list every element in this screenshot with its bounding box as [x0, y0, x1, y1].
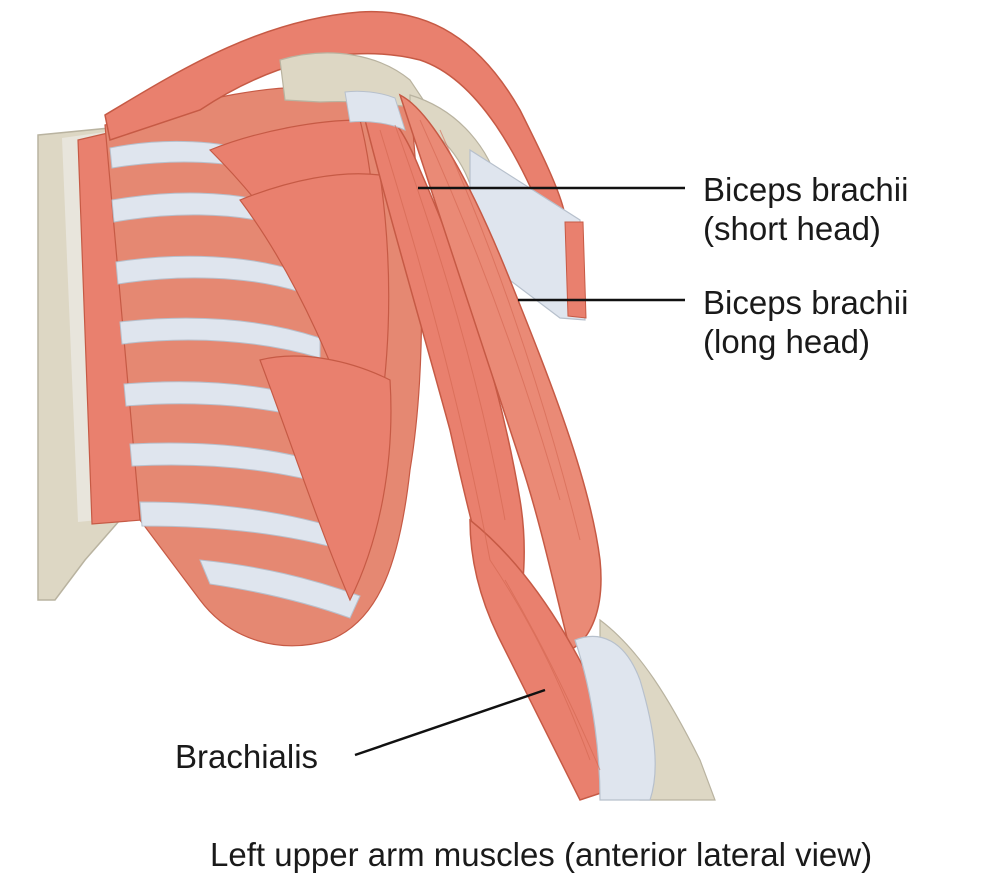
label-brachialis-text: Brachialis: [175, 738, 319, 775]
label-short-head-line1: Biceps brachii: [703, 171, 909, 208]
figure-caption: Left upper arm muscles (anterior lateral…: [210, 836, 873, 873]
elbow-tendon: [574, 635, 656, 801]
label-biceps-short-head: Biceps brachii (short head): [703, 170, 908, 248]
leader-lines: [354, 186, 685, 757]
biceps-long-head: [398, 93, 602, 652]
shoulder-band: [104, 10, 566, 221]
label-short-head-line2: (short head): [703, 210, 881, 247]
muscle-fibers: [379, 119, 601, 771]
cut-deltoid-face: [564, 221, 587, 319]
leader-brachialis: [354, 688, 546, 757]
label-long-head-line2: (long head): [703, 323, 870, 360]
biceps-tendons: [344, 90, 406, 131]
label-brachialis: Brachialis: [175, 737, 318, 776]
label-biceps-long-head: Biceps brachii (long head): [703, 283, 908, 361]
label-long-head-line1: Biceps brachii: [703, 284, 909, 321]
chest-muscle-bellies: [208, 119, 392, 602]
